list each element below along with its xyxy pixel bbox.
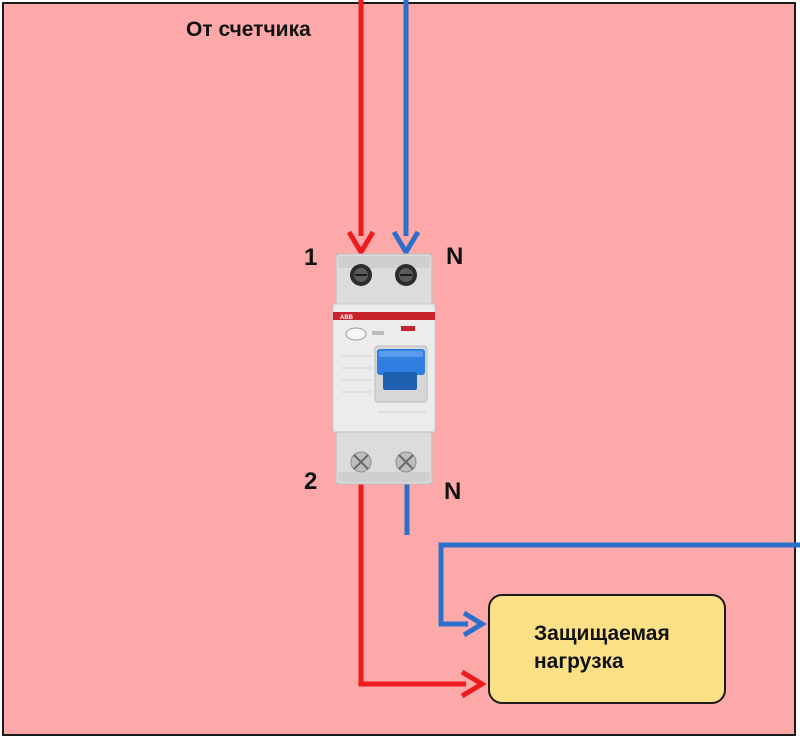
neutral-in-arrow-icon — [391, 230, 421, 257]
terminal-bottom-right-icon — [395, 451, 417, 473]
phase-in-arrow-icon — [346, 230, 376, 257]
brand-stripe — [333, 312, 435, 320]
terminal-label-2: 2 — [304, 468, 318, 495]
toggle-lever-icon — [377, 349, 425, 390]
phase-out-arrow-icon — [460, 669, 487, 699]
terminal-label-n-out: N — [444, 478, 462, 505]
load-label-line2: нагрузка — [534, 650, 624, 673]
terminal-label-n-in: N — [446, 243, 464, 270]
neutral-wire-in — [391, 0, 421, 257]
terminal-top-right-icon — [395, 264, 417, 286]
phase-wire-in — [346, 0, 376, 257]
brand-label: ABB — [340, 315, 354, 321]
neutral-load-arrow-icon — [462, 610, 487, 638]
test-button — [345, 327, 367, 341]
neutral-wire-load — [438, 542, 800, 638]
load-label-line1: Защищаемая — [534, 622, 670, 645]
terminal-label-1: 1 — [304, 244, 318, 271]
protected-load-box: Защищаемая нагрузка — [488, 594, 726, 704]
source-label: От счетчика — [186, 18, 311, 41]
terminal-top-left-icon — [350, 264, 372, 286]
terminal-bottom-left-icon — [350, 451, 372, 473]
rcd-device: ABB — [332, 253, 436, 485]
indicator-icon — [401, 326, 415, 331]
phase-wire-out — [358, 482, 487, 699]
